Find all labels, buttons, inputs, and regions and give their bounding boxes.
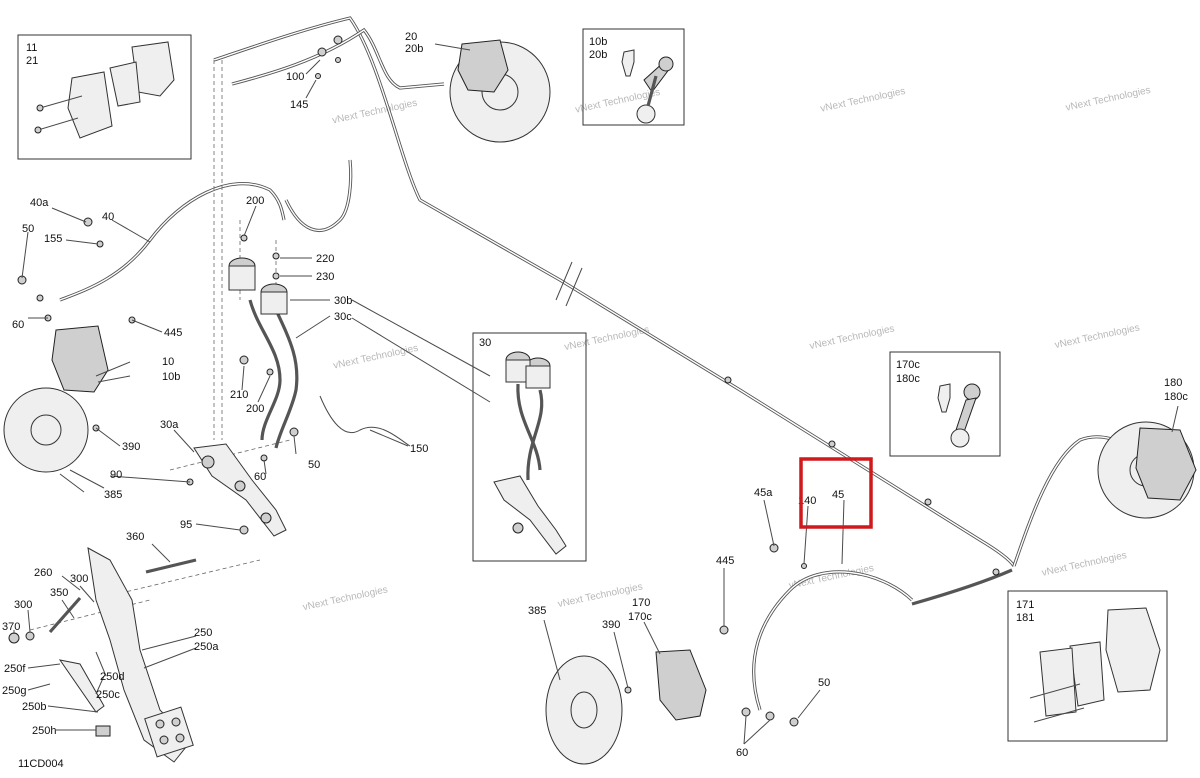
callout-180: 180 bbox=[1164, 377, 1182, 389]
callout-360: 360 bbox=[126, 531, 144, 543]
callout-30: 30 bbox=[479, 337, 491, 349]
inset-brake-pads-front: 11 21 bbox=[17, 34, 192, 160]
callout-210: 210 bbox=[230, 389, 248, 401]
brake-lines bbox=[59, 16, 1141, 711]
callout-445: 445 bbox=[164, 327, 182, 339]
rear-brake-caliper-left bbox=[624, 625, 799, 727]
callout-145: 145 bbox=[290, 99, 308, 111]
leader-lines bbox=[13, 43, 1179, 745]
watermark: vNext Technologies bbox=[788, 563, 875, 592]
callout-445: 445 bbox=[716, 555, 734, 567]
callout-350: 350 bbox=[50, 587, 68, 599]
callout-385: 385 bbox=[104, 489, 122, 501]
watermark: vNext Technologies bbox=[1054, 322, 1141, 351]
callout-30c: 30c bbox=[334, 311, 352, 323]
watermark: vNext Technologies bbox=[331, 98, 418, 127]
callout-250a: 250a bbox=[194, 641, 219, 653]
callout-300: 300 bbox=[70, 573, 88, 585]
front-brake-disc-left bbox=[3, 387, 89, 473]
callout-11: 11 bbox=[26, 42, 37, 54]
callout-220: 220 bbox=[316, 253, 334, 265]
callout-95: 95 bbox=[180, 519, 192, 531]
callout-40: 40 bbox=[102, 211, 114, 223]
master-cylinder bbox=[193, 443, 287, 537]
inset-bleeder-front: 10b 20b bbox=[582, 28, 685, 126]
line-break-mark bbox=[555, 261, 573, 301]
diagram-code: 11CD004 bbox=[18, 758, 64, 770]
callout-250d: 250d bbox=[100, 671, 124, 683]
callout-170: 170 bbox=[632, 597, 650, 609]
callout-390: 390 bbox=[602, 619, 620, 631]
callout-50: 50 bbox=[818, 677, 830, 689]
callout-390: 390 bbox=[122, 441, 140, 453]
callout-370: 370 bbox=[2, 621, 20, 633]
callout-250: 250 bbox=[194, 627, 212, 639]
front-brake-disc-right bbox=[449, 39, 551, 143]
callout-180c: 180c bbox=[1164, 391, 1188, 403]
callout-labels: 20 20b 100 145 40a 40 50 155 60 200 220 … bbox=[2, 31, 1188, 770]
callout-30a: 30a bbox=[160, 419, 179, 431]
inset-brake-pads-rear: 171 181 bbox=[1007, 590, 1168, 742]
watermark: vNext Technologies bbox=[809, 323, 896, 352]
callout-30b: 30b bbox=[334, 295, 352, 307]
callout-50: 50 bbox=[308, 459, 320, 471]
inset-bleeder-rear: 170c 180c bbox=[889, 351, 1001, 457]
callout-170c: 170c bbox=[896, 359, 920, 371]
callout-100: 100 bbox=[286, 71, 304, 83]
rear-brake-disc-right bbox=[1097, 421, 1197, 519]
callout-260: 260 bbox=[34, 567, 52, 579]
callout-171: 171 bbox=[1016, 599, 1034, 611]
callout-10b: 10b bbox=[162, 371, 180, 383]
front-brake-caliper-left bbox=[51, 325, 109, 393]
callout-385: 385 bbox=[528, 605, 546, 617]
callout-180c: 180c bbox=[896, 373, 920, 385]
reservoirs bbox=[228, 234, 288, 315]
callout-60: 60 bbox=[12, 319, 24, 331]
callout-250h: 250h bbox=[32, 725, 56, 737]
watermark: vNext Technologies bbox=[1041, 550, 1128, 579]
callout-150: 150 bbox=[410, 443, 428, 455]
brake-pedal-assembly bbox=[8, 547, 197, 763]
callout-170c: 170c bbox=[628, 611, 652, 623]
callout-40a: 40a bbox=[30, 197, 49, 209]
callout-230: 230 bbox=[316, 271, 334, 283]
watermark: vNext Technologies bbox=[332, 343, 419, 372]
callout-60: 60 bbox=[254, 471, 266, 483]
callout-250b: 250b bbox=[22, 701, 46, 713]
watermark: vNext Technologies bbox=[557, 581, 644, 610]
watermark: vNext Technologies bbox=[820, 86, 907, 115]
callout-20b: 20b bbox=[589, 49, 607, 61]
callout-10b: 10b bbox=[589, 36, 607, 48]
watermark: vNext Technologies bbox=[1065, 85, 1152, 114]
callout-250g: 250g bbox=[2, 685, 26, 697]
callout-181: 181 bbox=[1016, 612, 1034, 624]
callout-250f: 250f bbox=[4, 663, 26, 675]
callout-250c: 250c bbox=[96, 689, 120, 701]
callout-155: 155 bbox=[44, 233, 62, 245]
callout-50: 50 bbox=[22, 223, 34, 235]
callout-45a: 45a bbox=[754, 487, 773, 499]
callout-200: 200 bbox=[246, 195, 264, 207]
callout-45: 45 bbox=[832, 489, 844, 501]
callout-10: 10 bbox=[162, 356, 174, 368]
highlight-box bbox=[799, 457, 873, 529]
callout-20b: 20b bbox=[405, 43, 423, 55]
callout-200: 200 bbox=[246, 403, 264, 415]
callout-90: 90 bbox=[110, 469, 122, 481]
watermark: vNext Technologies bbox=[302, 584, 389, 613]
inset-master-cylinder: 30 bbox=[472, 332, 587, 562]
rear-brake-disc-left bbox=[545, 655, 623, 765]
line-break-mark bbox=[565, 267, 583, 307]
callout-300: 300 bbox=[14, 599, 32, 611]
callout-21: 21 bbox=[26, 55, 38, 67]
callout-20: 20 bbox=[405, 31, 417, 43]
callout-60: 60 bbox=[736, 747, 748, 759]
